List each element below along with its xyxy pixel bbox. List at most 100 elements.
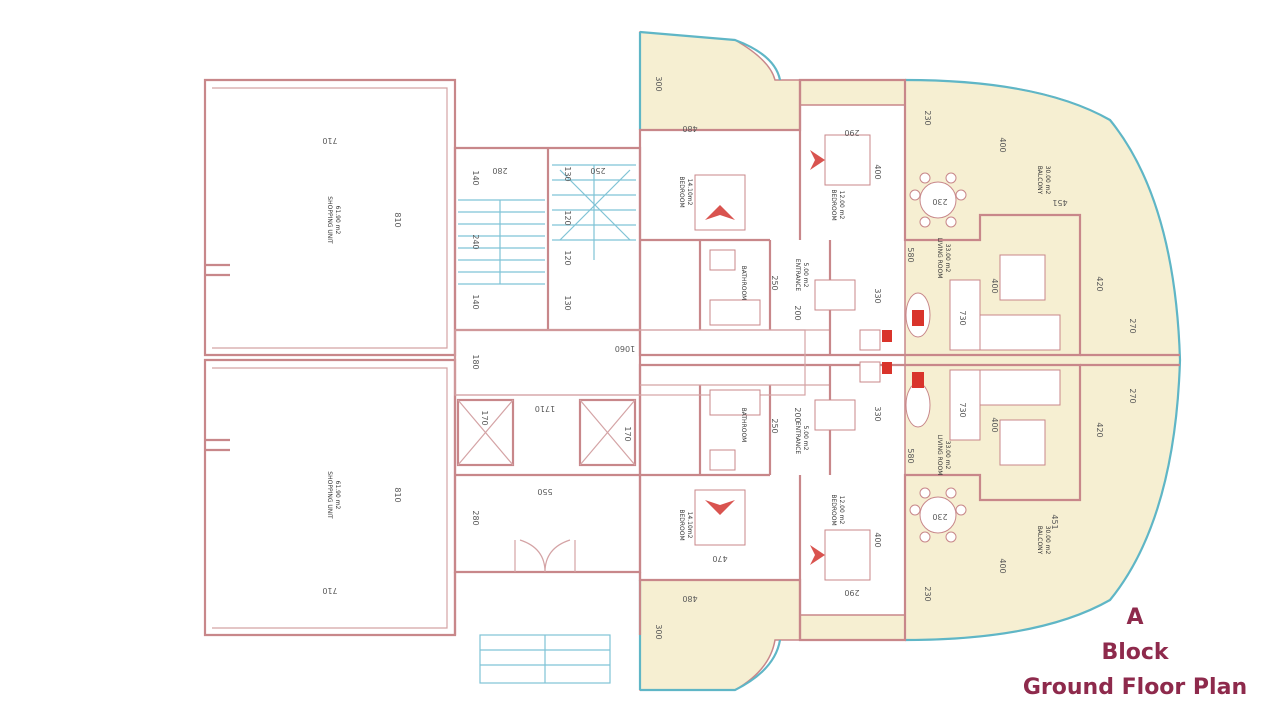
balcony-strip-top (799, 79, 906, 106)
balcony-right (904, 78, 1182, 642)
svg-text:200: 200 (793, 305, 802, 320)
svg-text:200: 200 (793, 407, 802, 422)
svg-text:30.00 m2: 30.00 m2 (1044, 526, 1051, 555)
svg-text:400: 400 (998, 558, 1007, 573)
svg-text:230: 230 (923, 586, 932, 601)
room-label-balcony-1: BALCONY (1036, 166, 1043, 195)
dining-table-bottom (909, 487, 967, 543)
svg-text:30.00 m2: 30.00 m2 (1044, 166, 1051, 195)
svg-text:230: 230 (932, 197, 947, 206)
stairs-right (552, 164, 636, 260)
svg-text:250: 250 (590, 166, 605, 175)
room-label-entrance-1: ENTRANCE (794, 259, 801, 292)
bed-top-left (694, 174, 746, 231)
room-label-entrance-2: ENTRANCE (794, 422, 801, 455)
bed-bottom-left (694, 489, 746, 546)
plan-title: Ground Floor Plan (1022, 675, 1248, 700)
svg-text:12.00 m2: 12.00 m2 (838, 496, 845, 525)
svg-text:5.00 m2: 5.00 m2 (802, 426, 809, 451)
svg-text:120: 120 (563, 210, 572, 225)
svg-text:400: 400 (873, 532, 882, 547)
kitchen-bottom (814, 361, 931, 431)
svg-text:170: 170 (480, 410, 489, 425)
svg-text:12.00 m2: 12.00 m2 (838, 191, 845, 220)
svg-text:14.10m2: 14.10m2 (686, 179, 693, 206)
svg-text:33.00 m2: 33.00 m2 (944, 244, 951, 273)
svg-text:400: 400 (990, 278, 999, 293)
svg-text:1060: 1060 (615, 344, 635, 353)
svg-text:420: 420 (1095, 422, 1104, 437)
bed-top-right (810, 134, 871, 186)
room-label-shopping-top: SHOPPING UNIT (326, 196, 333, 244)
svg-text:330: 330 (873, 406, 882, 421)
svg-text:240: 240 (471, 234, 480, 249)
svg-text:140: 140 (471, 170, 480, 185)
svg-text:250: 250 (770, 418, 779, 433)
room-label-balcony-2: BALCONY (1036, 526, 1043, 555)
svg-text:730: 730 (958, 310, 967, 325)
dining-table-top (909, 172, 967, 228)
svg-text:250: 250 (770, 275, 779, 290)
svg-text:580: 580 (906, 448, 915, 463)
entrance-steps (453, 572, 642, 684)
svg-text:400: 400 (990, 417, 999, 432)
lift-left (456, 398, 515, 467)
balcony-top-left (638, 30, 801, 131)
balcony-bottom-left (638, 579, 801, 692)
svg-text:230: 230 (932, 512, 947, 521)
svg-text:120: 120 (563, 250, 572, 265)
dim-710-top: 710 (322, 136, 337, 145)
room-label-living-1: LIVING ROOM (936, 238, 943, 279)
svg-text:400: 400 (873, 164, 882, 179)
room-labels: SHOPPING UNIT 61.90 m2 SHOPPING UNIT 61.… (326, 166, 1051, 555)
lift-right (578, 398, 637, 467)
svg-text:290: 290 (844, 128, 859, 137)
svg-text:130: 130 (563, 295, 572, 310)
svg-text:61.90 m2: 61.90 m2 (334, 481, 341, 510)
svg-text:300: 300 (654, 624, 663, 639)
block-letter: A (1126, 605, 1144, 630)
svg-text:1710: 1710 (535, 404, 555, 413)
svg-text:14.10m2: 14.10m2 (686, 512, 693, 539)
dim-710-bottom: 710 (322, 586, 337, 595)
room-label-bedroom-3: BEDROOM (678, 509, 685, 540)
room-label-bedroom-1: BEDROOM (678, 176, 685, 207)
svg-text:170: 170 (623, 426, 632, 441)
svg-text:420: 420 (1095, 276, 1104, 291)
block-label: Block (1101, 640, 1169, 665)
bed-bottom-right (810, 529, 871, 581)
svg-text:270: 270 (1128, 318, 1137, 333)
room-label-living-2: LIVING ROOM (936, 435, 943, 476)
room-label-bedroom-4: BEDROOM (830, 494, 837, 525)
bathroom-fixtures (709, 249, 761, 471)
svg-text:480: 480 (682, 594, 697, 603)
svg-text:280: 280 (471, 510, 480, 525)
sofa-bottom (949, 369, 1061, 466)
svg-text:5.00 m2: 5.00 m2 (802, 263, 809, 288)
corridor (454, 329, 1180, 396)
svg-text:400: 400 (998, 137, 1007, 152)
svg-text:451: 451 (1050, 514, 1059, 529)
dim-810-top: 810 (393, 212, 402, 227)
svg-text:180: 180 (471, 354, 480, 369)
balcony-strip-bottom (799, 614, 906, 641)
stairs-left (458, 199, 545, 285)
kitchen-top (814, 279, 931, 351)
plan-title-block: A Block Ground Floor Plan (1010, 600, 1260, 705)
svg-text:730: 730 (958, 402, 967, 417)
room-label-bathroom-2: BATHROOM (740, 408, 747, 443)
svg-text:451: 451 (1052, 198, 1067, 207)
svg-text:330: 330 (873, 288, 882, 303)
svg-text:33.00 m2: 33.00 m2 (944, 441, 951, 470)
room-label-bathroom-1: BATHROOM (740, 266, 747, 301)
svg-text:140: 140 (471, 294, 480, 309)
svg-text:230: 230 (923, 110, 932, 125)
svg-text:580: 580 (906, 247, 915, 262)
svg-text:61.90 m2: 61.90 m2 (334, 206, 341, 235)
svg-text:300: 300 (654, 76, 663, 91)
main-entrance-door (514, 539, 576, 573)
dimension-labels: 710 810 710 810 140 280 240 140 130 250 … (322, 76, 1137, 639)
dim-810-bottom: 810 (393, 487, 402, 502)
svg-text:550: 550 (537, 487, 552, 496)
